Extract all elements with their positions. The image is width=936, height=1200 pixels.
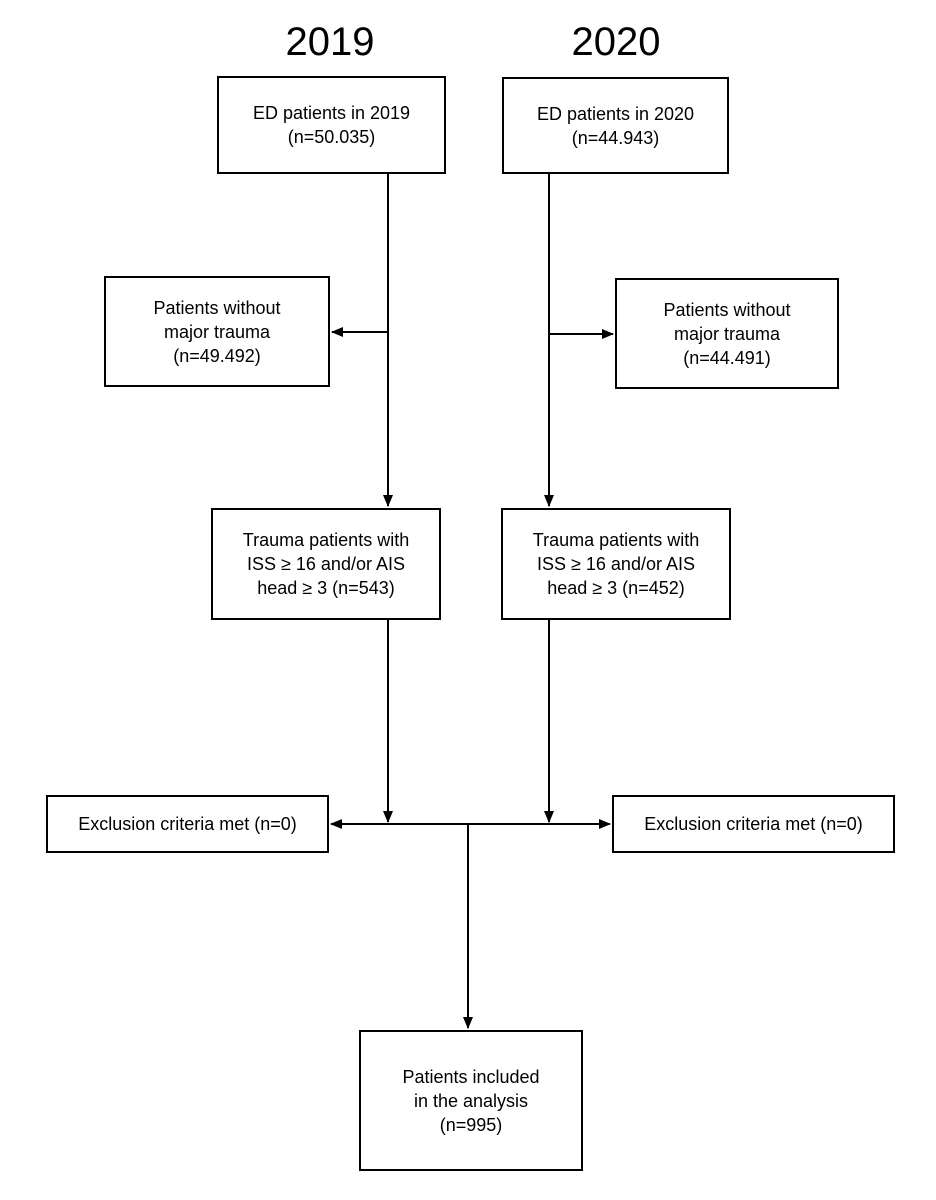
trauma-2020-line3: head ≥ 3 (n=452) — [547, 578, 685, 598]
no-major-2020-line1: Patients without — [663, 299, 791, 320]
trauma-2019-line3: head ≥ 3 (n=543) — [257, 578, 395, 598]
no-major-2019-line1: Patients without — [153, 297, 281, 318]
ed-2019-count: (n=50.035) — [287, 127, 376, 147]
ed-patients-2019-box: ED patients in 2019 (n=50.035) — [217, 76, 446, 174]
major-trauma-2020-box: Trauma patients with ISS ≥ 16 and/or AIS… — [501, 508, 731, 620]
ed-2019-label: ED patients in 2019 — [252, 103, 411, 123]
trauma-2020-line2: ISS ≥ 16 and/or AIS — [537, 554, 695, 574]
no-major-2019-count: (n=49.492) — [173, 345, 261, 366]
ed-patients-2020-box: ED patients in 2020 (n=44.943) — [502, 77, 729, 174]
trauma-2019-line2: ISS ≥ 16 and/or AIS — [247, 554, 405, 574]
no-major-2020-line2: major trauma — [673, 323, 781, 344]
no-major-trauma-2019-box: Patients without major trauma (n=49.492) — [104, 276, 330, 387]
year-2020-heading: 2020 — [571, 20, 661, 64]
no-major-2019-line2: major trauma — [163, 321, 271, 342]
no-major-trauma-2020-box: Patients without major trauma (n=44.491) — [615, 278, 839, 389]
trauma-2020-line1: Trauma patients with — [532, 530, 700, 550]
no-major-2020-count: (n=44.491) — [683, 347, 771, 368]
patients-included-box: Patients included in the analysis (n=995… — [359, 1030, 583, 1171]
included-count: (n=995) — [439, 1114, 503, 1135]
exclusion-right-label: Exclusion criteria met (n=0) — [644, 814, 863, 834]
major-trauma-2019-box: Trauma patients with ISS ≥ 16 and/or AIS… — [211, 508, 441, 620]
included-line2: in the analysis — [413, 1090, 529, 1111]
exclusion-left-label: Exclusion criteria met (n=0) — [78, 814, 297, 834]
included-line1: Patients included — [402, 1066, 540, 1087]
ed-2020-label: ED patients in 2020 — [536, 103, 695, 124]
exclusion-criteria-right-box: Exclusion criteria met (n=0) — [612, 795, 895, 853]
trauma-2019-line1: Trauma patients with — [242, 530, 410, 550]
year-2019-heading: 2019 — [285, 20, 375, 64]
ed-2020-count: (n=44.943) — [571, 127, 660, 148]
exclusion-criteria-left-box: Exclusion criteria met (n=0) — [46, 795, 329, 853]
